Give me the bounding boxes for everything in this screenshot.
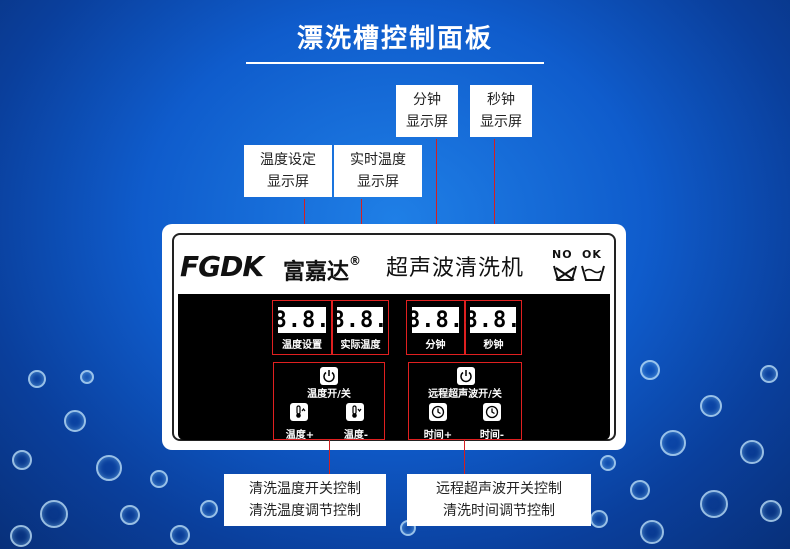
temp-minus-label: 温度-: [343, 430, 369, 441]
callout-temp-set: 温度设定 显示屏: [244, 145, 332, 197]
temp-minus-button[interactable]: [346, 403, 364, 421]
ultrasonic-power-button[interactable]: [457, 367, 475, 385]
ultrasonic-time-controls: 远程超声波开/关 时间+ 时间-: [408, 362, 522, 441]
callout-minute-line1: 分钟: [413, 92, 441, 108]
power-icon: [323, 370, 335, 383]
callout-actual-temp-line1: 实时温度: [350, 152, 406, 168]
display-actual-temp-label: 实际温度: [340, 340, 381, 351]
display-temp-set-value: 8.8.: [273, 307, 331, 333]
callout-left-controls-line2: 清洗温度调节控制: [249, 503, 361, 519]
connector-minute: [436, 139, 437, 299]
display-minute: 8.8. 分钟: [406, 300, 465, 355]
ultrasonic-power-label: 远程超声波开/关: [428, 389, 502, 400]
temp-plus-label: 温度+: [285, 430, 315, 441]
control-panel-border: [172, 233, 616, 441]
title-underline: [246, 62, 544, 64]
time-plus-button[interactable]: [429, 403, 447, 421]
connector-left-controls: [329, 440, 330, 476]
callout-temp-set-line2: 显示屏: [267, 174, 309, 190]
temp-plus-button[interactable]: [290, 403, 308, 421]
callout-right-controls-line2: 清洗时间调节控制: [443, 503, 555, 519]
clock-icon: [485, 405, 499, 419]
callout-left-controls-line1: 清洗温度开关控制: [249, 481, 361, 497]
brand-name-text: 富嘉达: [283, 260, 350, 285]
no-ok-icon: NO OK: [552, 248, 608, 284]
page-title: 漂洗槽控制面板: [296, 24, 493, 54]
ok-label: OK: [582, 248, 602, 261]
thermometer-up-icon: [296, 405, 306, 418]
connector-right-controls: [464, 440, 465, 476]
basin-icon: [553, 265, 605, 281]
display-minute-value: 8.8.: [407, 307, 464, 333]
thermometer-down-icon: [352, 405, 362, 418]
power-icon: [460, 370, 472, 383]
callout-right-controls: 远程超声波开关控制 清洗时间调节控制: [407, 474, 591, 526]
time-minus-label: 时间-: [479, 430, 505, 441]
callout-right-controls-line1: 远程超声波开关控制: [436, 481, 562, 497]
brand-row: FGDK 富嘉达® 超声波清洗机 NO OK: [176, 242, 612, 290]
time-plus-label: 时间+: [423, 430, 453, 441]
display-minute-label: 分钟: [425, 340, 446, 351]
display-second-label: 秒钟: [483, 340, 504, 351]
callout-second-line2: 显示屏: [480, 114, 522, 130]
callout-left-controls: 清洗温度开关控制 清洗温度调节控制: [224, 474, 386, 526]
temp-power-label: 温度开/关: [307, 389, 351, 400]
brand-logo: FGDK: [180, 250, 264, 283]
connector-second: [494, 139, 495, 299]
callout-minute: 分钟 显示屏: [396, 85, 458, 137]
temperature-controls: 温度开/关 温度+ 温度-: [273, 362, 385, 441]
callout-temp-set-line1: 温度设定: [260, 152, 316, 168]
registered-mark: ®: [349, 254, 362, 268]
callout-minute-line2: 显示屏: [406, 114, 448, 130]
callout-second-line1: 秒钟: [487, 92, 515, 108]
brand-name: 富嘉达®: [283, 254, 361, 286]
display-actual-temp-value: 8.8.: [331, 307, 389, 333]
clock-icon: [431, 405, 445, 419]
display-temp-set-label: 温度设置: [282, 340, 322, 351]
display-second-value: 8.8.: [464, 307, 522, 333]
product-name: 超声波清洗机: [386, 256, 525, 281]
temp-power-button[interactable]: [320, 367, 338, 385]
no-label: NO: [552, 248, 573, 261]
callout-actual-temp-line2: 显示屏: [357, 174, 399, 190]
display-second: 8.8. 秒钟: [465, 300, 522, 355]
display-actual-temp: 8.8. 实际温度: [332, 300, 389, 355]
display-temp-set: 8.8. 温度设置: [272, 300, 332, 355]
callout-second: 秒钟 显示屏: [470, 85, 532, 137]
time-minus-button[interactable]: [483, 403, 501, 421]
callout-actual-temp: 实时温度 显示屏: [334, 145, 422, 197]
display-area: [178, 294, 610, 440]
